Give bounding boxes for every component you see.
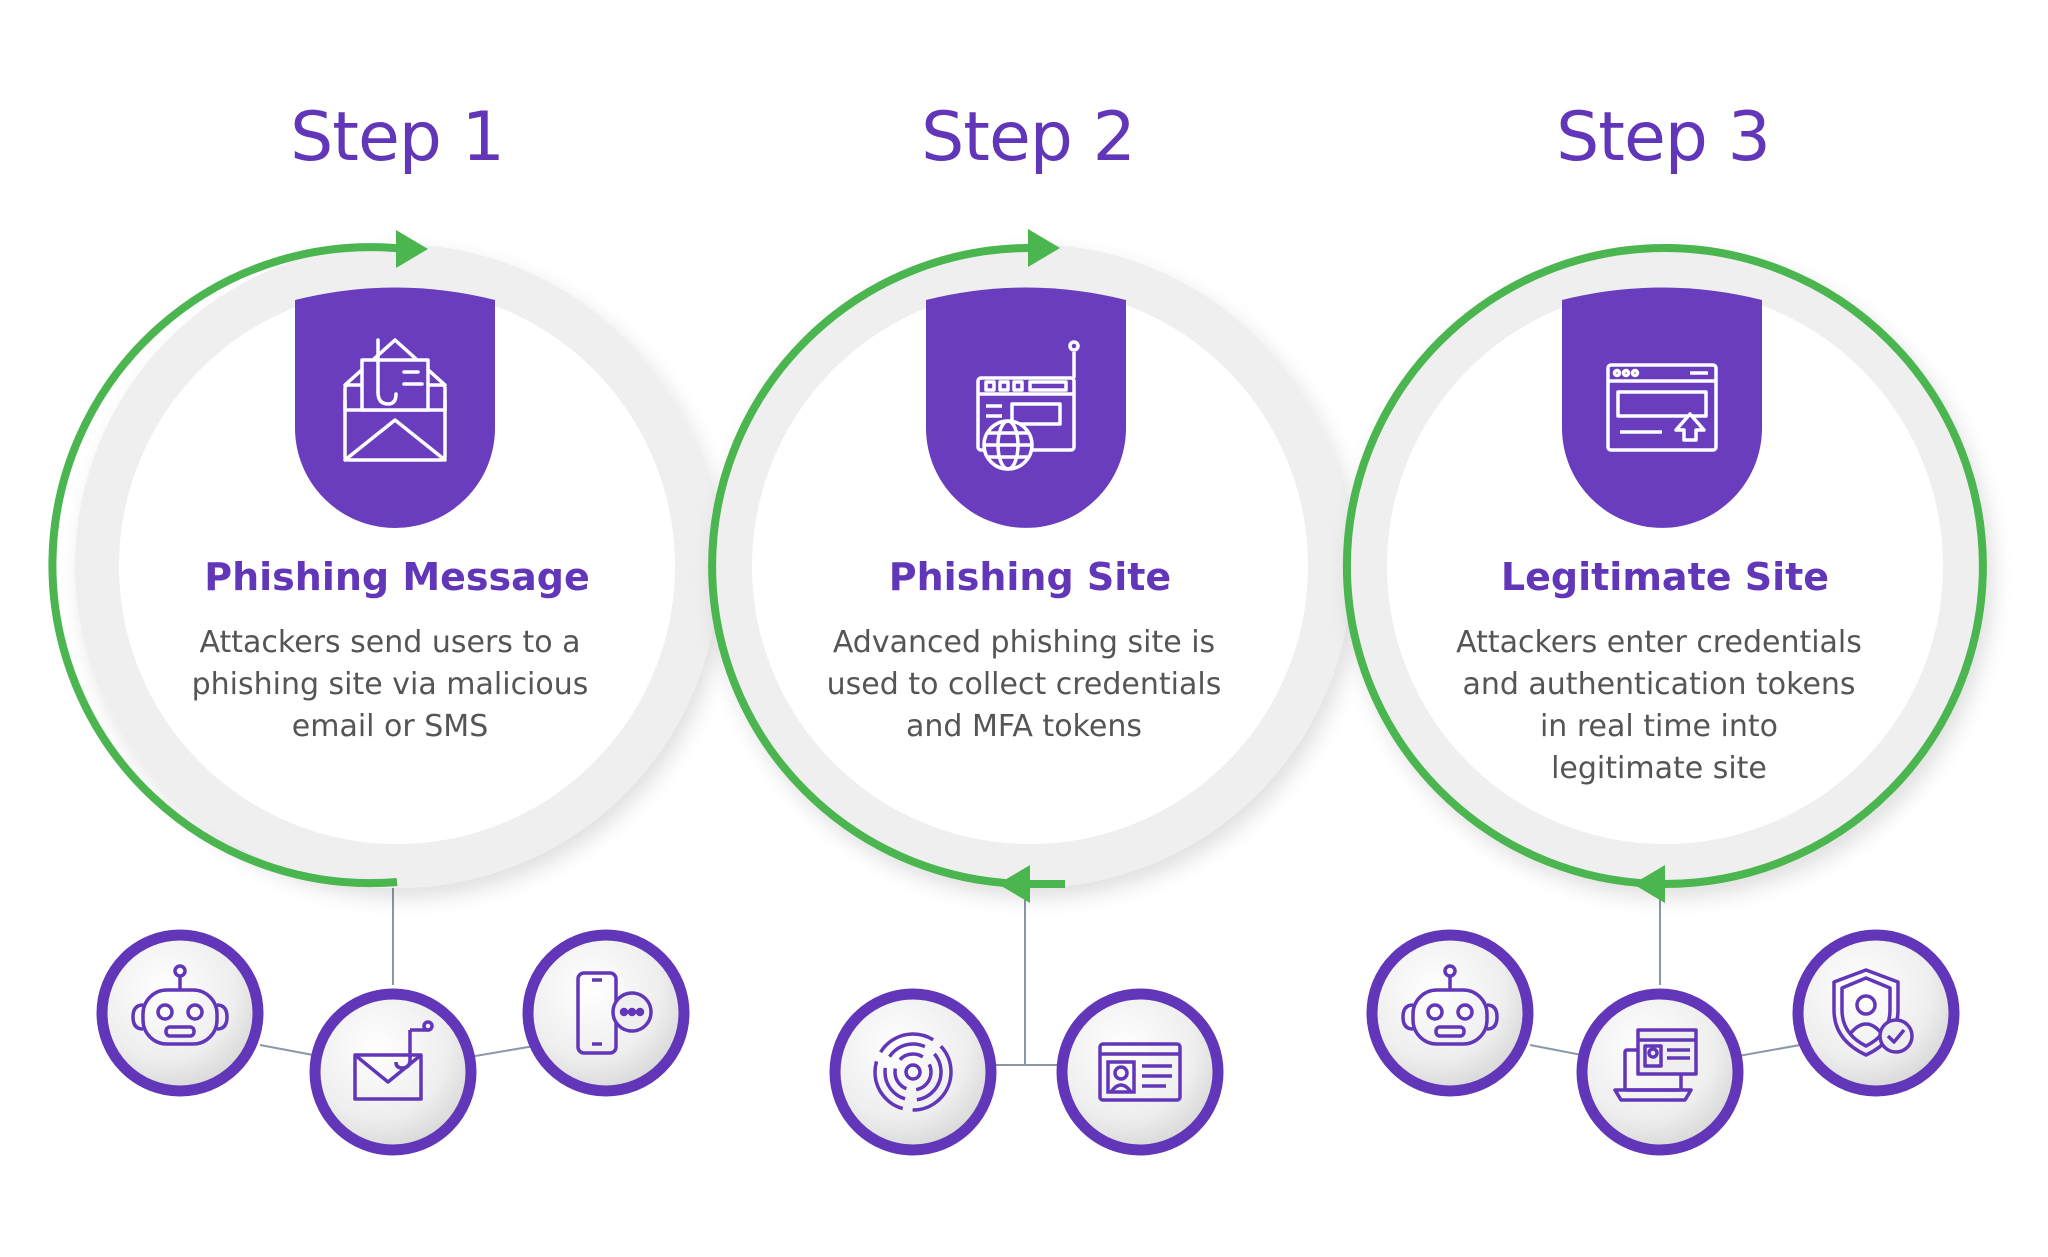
step-3-subicon-shield[interactable]	[1792, 929, 1960, 1097]
fingerprint-icon	[873, 1032, 953, 1112]
laptop-profile-icon	[1613, 1028, 1698, 1102]
step-3-description: Attackers enter credentials and authenti…	[1429, 622, 1889, 790]
step-3-description-line: and authentication tokens	[1462, 667, 1856, 702]
step-1-description-line: Attackers send users to a	[199, 625, 581, 660]
smartphone-chat-icon	[576, 971, 653, 1055]
step-2-connectors	[990, 882, 1060, 1066]
phishing-envelope-hook-icon	[343, 338, 447, 462]
step-2-arrow-head-top	[1028, 229, 1060, 267]
step-2-description-line: and MFA tokens	[906, 709, 1142, 744]
step-3-green-arc	[1343, 244, 1666, 888]
step-3-label: Step 3	[1556, 98, 1771, 177]
step-1-group	[48, 230, 719, 1156]
step-2-subicon-fingerprint[interactable]	[829, 988, 997, 1156]
step-3-description-line: legitimate site	[1551, 751, 1767, 786]
step-1-description: Attackers send users to a phishing site …	[160, 622, 620, 748]
step-3-description-line: Attackers enter credentials	[1456, 625, 1862, 660]
step-1-subicon-robot[interactable]	[96, 929, 264, 1097]
step-2-label: Step 2	[921, 98, 1136, 177]
step-2-description: Advanced phishing site is used to collec…	[794, 622, 1254, 748]
step-2-green-arc-left	[708, 244, 1031, 888]
step-2-description-line: used to collect credentials	[826, 667, 1222, 702]
step-1-label: Step 1	[290, 98, 505, 177]
step-1-description-line: phishing site via malicious	[191, 667, 589, 702]
browser-upload-icon	[1606, 363, 1718, 452]
step-1-subicon-email[interactable]	[309, 988, 477, 1156]
step-3-subicon-laptop[interactable]	[1576, 988, 1744, 1156]
step-2-arrow-head-bottom	[998, 865, 1030, 903]
step-1-description-line: email or SMS	[291, 709, 489, 744]
step-3-badge	[1562, 287, 1762, 528]
step-2-title: Phishing Site	[888, 555, 1172, 599]
shield-user-check-icon	[1832, 968, 1914, 1057]
step-2-subicon-idcard[interactable]	[1056, 988, 1224, 1156]
robot-icon	[1401, 964, 1499, 1046]
step-1-title: Phishing Message	[204, 555, 590, 599]
robot-icon	[131, 964, 229, 1046]
step-2-group	[708, 229, 1352, 1156]
step-1-green-arc	[48, 243, 406, 888]
id-card-icon	[1098, 1042, 1182, 1102]
step-3-group	[1343, 244, 1987, 1156]
step-2-description-line: Advanced phishing site is	[832, 625, 1216, 660]
step-3-title: Legitimate Site	[1500, 555, 1830, 599]
step-1-arrow-head	[396, 230, 428, 268]
step-3-subicon-robot[interactable]	[1366, 929, 1534, 1097]
step-3-green-arc-right	[1664, 244, 1987, 888]
step-2-badge	[926, 287, 1126, 528]
email-hook-icon	[353, 1020, 434, 1101]
step-3-description-line: in real time into	[1539, 709, 1779, 744]
fake-website-globe-icon	[976, 340, 1080, 471]
step-1-subicon-phone[interactable]	[522, 929, 690, 1097]
step-3-arrow-head	[1633, 865, 1665, 903]
